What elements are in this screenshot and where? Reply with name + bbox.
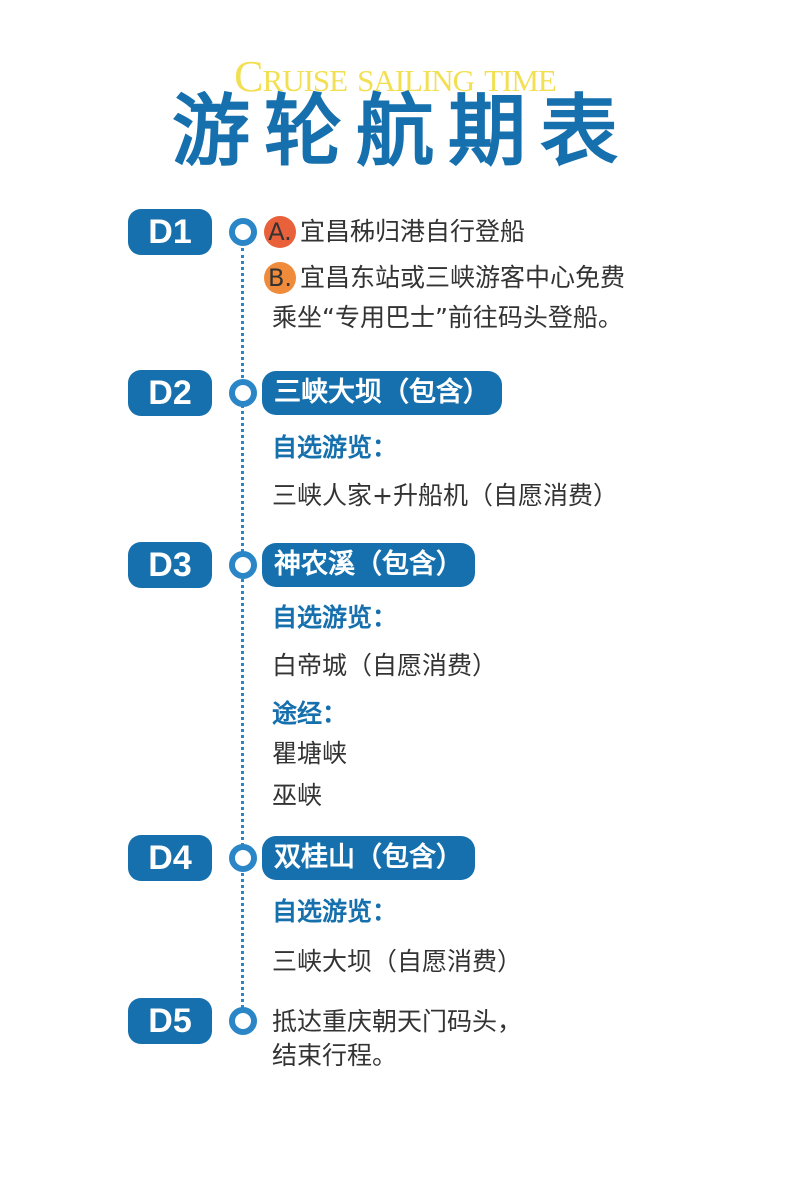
d3-via-item: 瞿塘峡: [272, 739, 348, 768]
day-badge-d3: D3: [128, 542, 212, 588]
option-a-text: 宜昌秭归港自行登船: [300, 217, 526, 246]
page-title: 游轮航期表: [171, 87, 632, 177]
option-a-marker: A.: [264, 216, 296, 248]
d4-optional: 三峡大坝（自愿消费）: [272, 947, 523, 976]
d3-highlight: 神农溪（包含）: [262, 543, 475, 587]
day-badge-d2: D2: [128, 370, 212, 416]
option-b-marker: B.: [264, 262, 296, 294]
d4-optional-heading: 自选游览：: [272, 897, 398, 926]
timeline-dotted-line: [241, 248, 244, 1008]
d3-optional-heading: 自选游览：: [272, 603, 398, 632]
d2-optional: 三峡人家+升船机（自愿消费）: [272, 481, 618, 510]
d2-highlight: 三峡大坝（包含）: [262, 371, 502, 415]
english-subtitle: Cruise sailing time: [234, 52, 557, 101]
day-badge-d4: D4: [128, 835, 212, 881]
d5-text-continued: 结束行程。: [272, 1041, 398, 1070]
timeline-node-icon: [229, 844, 257, 872]
timeline-node-icon: [229, 551, 257, 579]
d1-option-b: B.宜昌东站或三峡游客中心免费: [264, 261, 626, 295]
day-badge-d1: D1: [128, 209, 212, 255]
day-badge-d5: D5: [128, 998, 212, 1044]
timeline-node-icon: [229, 379, 257, 407]
d1-option-a: A.宜昌秭归港自行登船: [264, 215, 526, 249]
d3-optional: 白帝城（自愿消费）: [272, 651, 498, 680]
option-b-text-continued: 乘坐“专用巴士”前往码头登船。: [272, 303, 623, 332]
d5-text: 抵达重庆朝天门码头，: [272, 1007, 523, 1036]
option-b-text: 宜昌东站或三峡游客中心免费: [300, 263, 626, 292]
d3-via-item: 巫峡: [272, 781, 323, 810]
d3-via-heading: 途经：: [272, 699, 348, 728]
d2-optional-heading: 自选游览：: [272, 433, 398, 462]
timeline-node-icon: [229, 218, 257, 246]
timeline-node-icon: [229, 1007, 257, 1035]
d4-highlight: 双桂山（包含）: [262, 836, 475, 880]
